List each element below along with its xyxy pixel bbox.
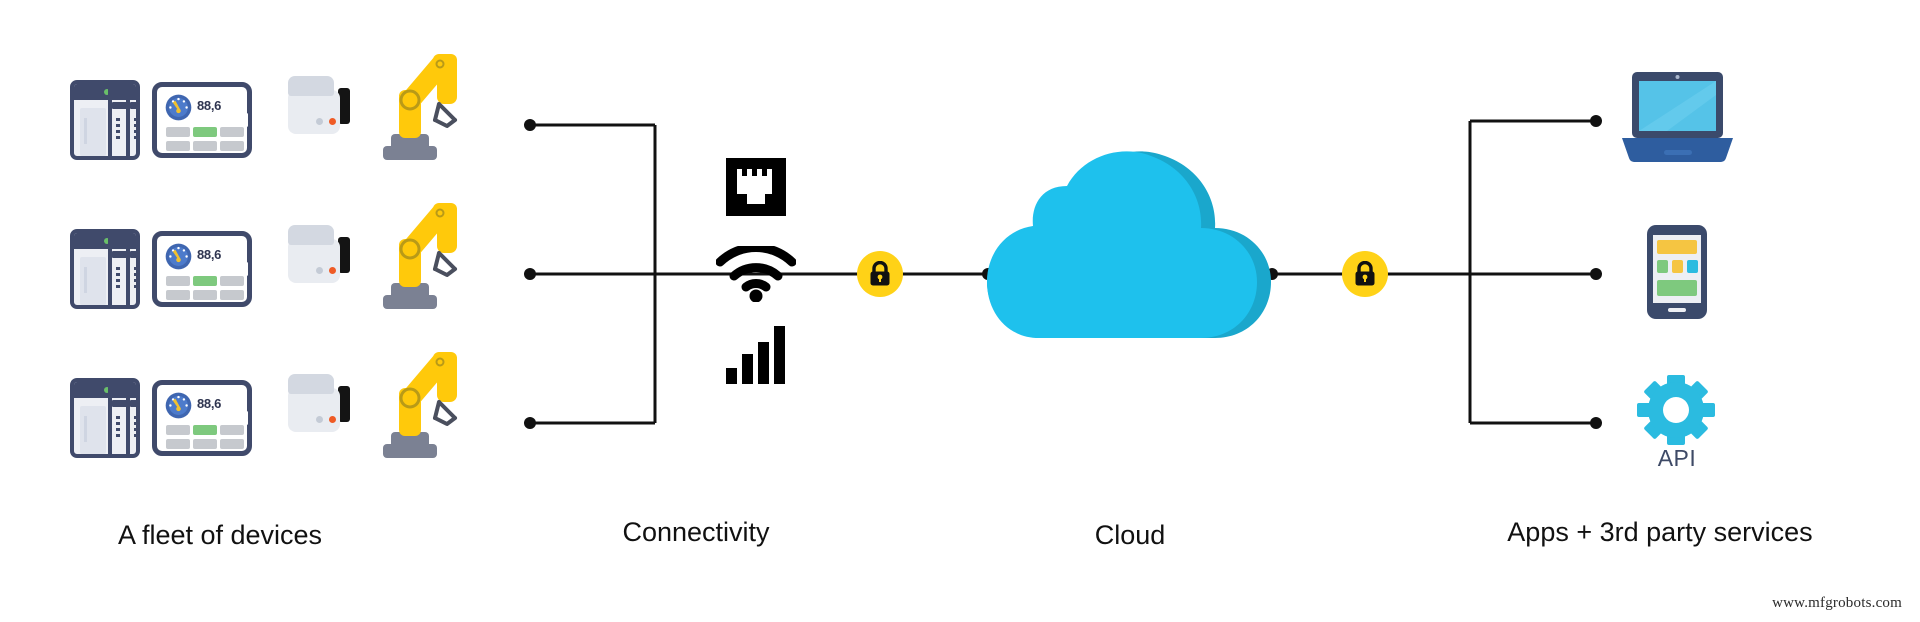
gauge-icon xyxy=(165,392,192,419)
column-label-apps: Apps + 3rd party services xyxy=(1507,517,1813,547)
robot-arm-icon xyxy=(383,54,457,160)
plc-slot xyxy=(112,251,128,258)
plc-slot xyxy=(130,400,136,407)
site-watermark: www.mfgrobots.com xyxy=(1772,595,1902,611)
laptop-icon xyxy=(1622,72,1733,162)
gauge-value: 88,6 xyxy=(197,247,222,262)
plc-controller-icon xyxy=(70,378,140,458)
plc-dots xyxy=(116,267,120,288)
camera-body xyxy=(288,90,340,134)
tablet-tile xyxy=(193,127,217,137)
gauge-value: 88,6 xyxy=(197,98,222,113)
column-label-devices: A fleet of devices xyxy=(117,520,323,550)
api-label: API xyxy=(1657,445,1697,471)
camera-indicator xyxy=(329,267,336,274)
ethernet-port-icon xyxy=(726,158,786,216)
plc-divider xyxy=(126,233,130,305)
lock-icon[interactable] xyxy=(1342,251,1388,297)
tablet-tile xyxy=(220,127,244,137)
tablet-tile xyxy=(193,141,217,151)
tablet-tile xyxy=(193,290,217,300)
camera-indicator xyxy=(316,118,323,125)
plc-divider xyxy=(108,382,112,454)
padlock-glyph xyxy=(1355,261,1375,286)
plc-status-led xyxy=(104,238,110,244)
robot-arm-icon xyxy=(383,203,457,309)
tablet-gauge-icon: 88,6 xyxy=(152,380,252,456)
camera-hood xyxy=(288,76,334,96)
wire-endpoint-dots xyxy=(524,115,1602,429)
camera-indicator xyxy=(316,267,323,274)
api-gear-icon xyxy=(1637,375,1715,445)
wifi-icon xyxy=(716,246,796,302)
camera-indicator xyxy=(329,118,336,125)
plc-controller-icon xyxy=(70,229,140,309)
plc-status-led xyxy=(104,89,110,95)
plc-divider xyxy=(108,233,112,305)
plc-panel-bar xyxy=(84,267,87,293)
plc-slot xyxy=(112,102,128,109)
camera-body xyxy=(288,388,340,432)
gauge-icon xyxy=(165,94,192,121)
gauge-icon xyxy=(165,243,192,270)
cellular-signal-icon xyxy=(726,326,785,384)
tablet-tile xyxy=(166,425,190,435)
plc-divider xyxy=(126,382,130,454)
plc-dots xyxy=(134,267,136,288)
cloud-icon xyxy=(987,151,1271,338)
mobile-app-icon xyxy=(1647,225,1707,319)
camera-body xyxy=(288,239,340,283)
camera-lens xyxy=(338,237,350,273)
plc-dots xyxy=(116,118,120,139)
tablet-tile xyxy=(166,276,190,286)
camera-indicator xyxy=(329,416,336,423)
plc-dots xyxy=(116,416,120,437)
tablet-button xyxy=(245,411,248,425)
tablet-tile xyxy=(193,439,217,449)
tablet-tile xyxy=(166,439,190,449)
plc-panel xyxy=(80,108,106,156)
plc-panel xyxy=(80,257,106,305)
column-label-cloud: Cloud xyxy=(1094,520,1166,550)
plc-slot xyxy=(112,400,128,407)
camera-indicator xyxy=(316,416,323,423)
tablet-button xyxy=(245,262,248,276)
plc-status-led xyxy=(104,387,110,393)
tablet-tile xyxy=(166,127,190,137)
tablet-tile xyxy=(193,276,217,286)
plc-slot xyxy=(130,102,136,109)
tablet-tile xyxy=(166,141,190,151)
camera-hood xyxy=(288,225,334,245)
plc-dots xyxy=(134,416,136,437)
camera-hood xyxy=(288,374,334,394)
plc-panel-bar xyxy=(84,416,87,442)
tablet-tile xyxy=(220,439,244,449)
plc-panel xyxy=(80,406,106,454)
robot-arm-icon xyxy=(383,352,457,458)
plc-panel-bar xyxy=(84,118,87,144)
gauge-value: 88,6 xyxy=(197,396,222,411)
plc-dots xyxy=(134,118,136,139)
plc-slot xyxy=(130,251,136,258)
camera-lens xyxy=(338,88,350,124)
padlock-glyph xyxy=(870,261,890,286)
tablet-gauge-icon: 88,6 xyxy=(152,231,252,307)
tablet-tile xyxy=(220,276,244,286)
tablet-tile xyxy=(220,141,244,151)
plc-divider xyxy=(108,84,112,156)
tablet-tile xyxy=(220,425,244,435)
plc-controller-icon xyxy=(70,80,140,160)
camera-lens xyxy=(338,386,350,422)
plc-divider xyxy=(126,84,130,156)
lock-icon[interactable] xyxy=(857,251,903,297)
tablet-tile xyxy=(220,290,244,300)
column-label-connectivity: Connectivity xyxy=(622,517,770,547)
tablet-gauge-icon: 88,6 xyxy=(152,82,252,158)
tablet-tile xyxy=(166,290,190,300)
tablet-tile xyxy=(193,425,217,435)
tablet-button xyxy=(245,113,248,127)
